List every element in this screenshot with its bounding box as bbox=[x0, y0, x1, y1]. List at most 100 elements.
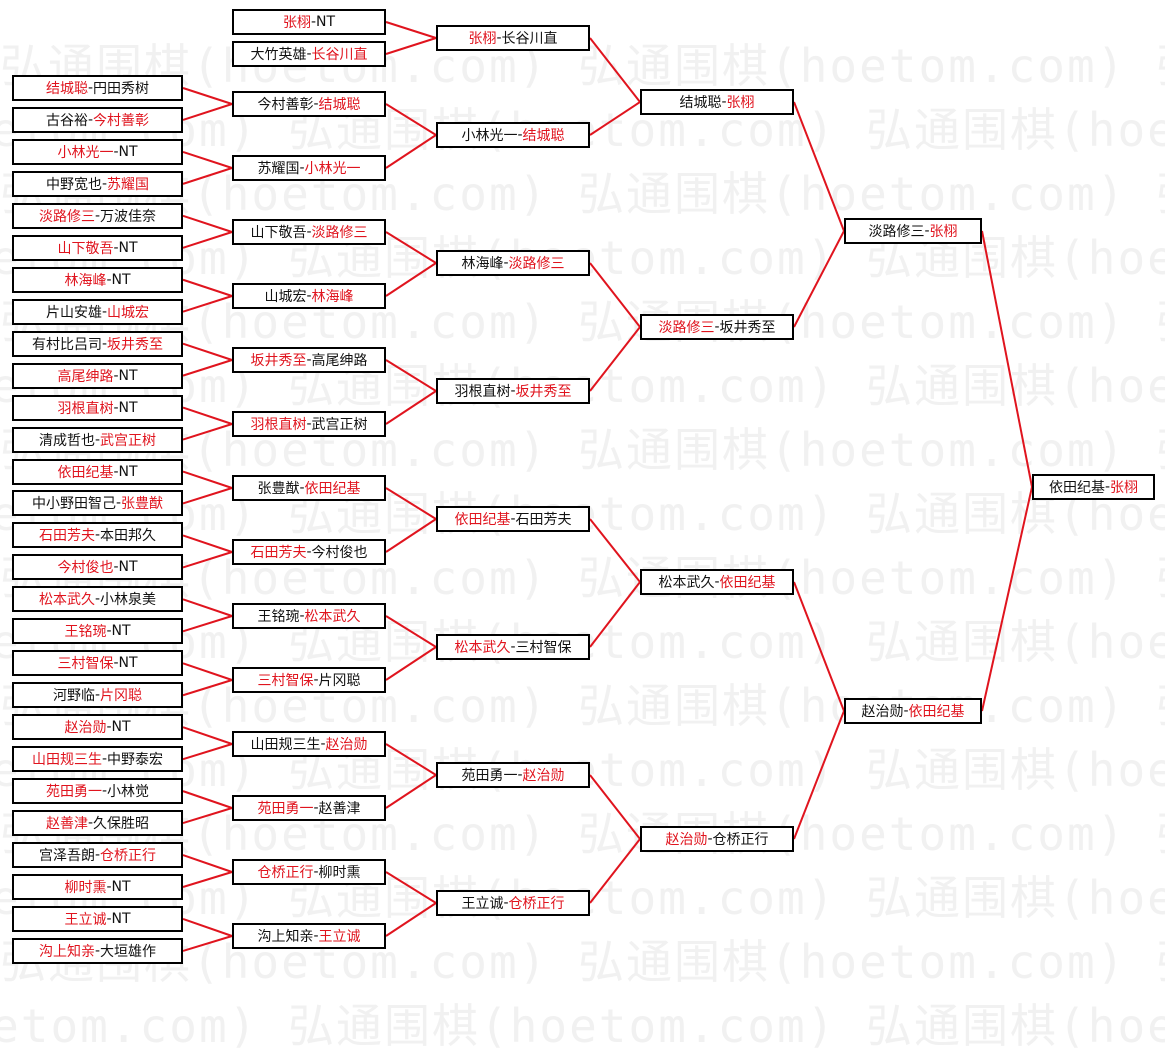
player-b: 武宫正树 bbox=[100, 432, 157, 449]
bracket-connector bbox=[182, 615, 233, 633]
player-b: 赵善津 bbox=[318, 801, 361, 817]
player-a: 小林光一 bbox=[57, 144, 114, 161]
player-a: 沟上知亲 bbox=[38, 943, 95, 960]
match-box-round-1: 赵善津-久保胜昭 bbox=[12, 810, 183, 837]
separator: - bbox=[106, 623, 112, 640]
separator: - bbox=[94, 847, 101, 864]
player-a: 羽根直树 bbox=[454, 384, 511, 400]
player-b: 苏耀国 bbox=[107, 176, 150, 193]
player-a: 赵治勋 bbox=[64, 720, 107, 737]
separator: - bbox=[106, 271, 112, 288]
player-b: 今村俊也 bbox=[311, 545, 368, 561]
match-box-round-1: 片山安雄-山城宏 bbox=[12, 298, 183, 325]
player-a: 依田纪基 bbox=[57, 464, 114, 481]
bracket-connector bbox=[793, 581, 845, 712]
separator: - bbox=[299, 480, 305, 496]
bracket-connector bbox=[385, 487, 437, 520]
separator: - bbox=[94, 207, 101, 224]
player-a: 石田芳夫 bbox=[38, 528, 95, 545]
player-a: 片山安雄 bbox=[45, 304, 102, 321]
player-a: 林海峰 bbox=[461, 256, 504, 272]
separator: - bbox=[510, 639, 516, 655]
match-box-round-1: 有村比吕司-坂井秀至 bbox=[12, 330, 183, 357]
player-b: 山城宏 bbox=[107, 304, 150, 321]
separator: - bbox=[306, 544, 312, 560]
separator: - bbox=[306, 416, 312, 432]
match-box-round-2: 今村善彰-结城聪 bbox=[232, 91, 386, 117]
match-box-round-2: 张栩-NT bbox=[232, 9, 386, 35]
bracket-connector bbox=[589, 518, 641, 583]
bracket-connector bbox=[385, 359, 437, 392]
bracket-connector bbox=[793, 710, 845, 840]
player-b: 林海峰 bbox=[311, 289, 354, 305]
separator: - bbox=[87, 815, 94, 832]
match-box-round-1: 山田规三生-中野泰宏 bbox=[12, 746, 183, 773]
match-box-round-2: 山下敬吾-淡路修三 bbox=[232, 219, 386, 245]
player-b: 仓桥正行 bbox=[100, 848, 157, 865]
player-a: 今村善彰 bbox=[257, 97, 314, 113]
player-b: 小林泉美 bbox=[100, 592, 157, 609]
player-a: 山田规三生 bbox=[250, 737, 321, 753]
player-b: 中野泰宏 bbox=[107, 752, 164, 769]
separator: - bbox=[113, 143, 119, 160]
separator: - bbox=[510, 383, 516, 399]
bracket-connector bbox=[182, 935, 233, 952]
player-a: 山下敬吾 bbox=[57, 240, 114, 257]
player-a: 宫泽吾朗 bbox=[38, 848, 95, 865]
player-b: 淡路修三 bbox=[508, 256, 565, 272]
match-box-round-1: 松本武久-小林泉美 bbox=[12, 586, 183, 613]
separator: - bbox=[113, 399, 119, 416]
bracket-connector bbox=[182, 918, 233, 937]
bracket-connector bbox=[385, 871, 437, 904]
player-b: NT bbox=[111, 910, 131, 927]
player-b: 高尾绅路 bbox=[311, 353, 368, 369]
match-box-round-1: 古谷裕-今村善彰 bbox=[12, 106, 183, 133]
player-b: 円田秀树 bbox=[93, 81, 150, 97]
player-b: NT bbox=[118, 463, 138, 480]
player-a: 王铭琬 bbox=[257, 609, 300, 625]
separator: - bbox=[310, 14, 317, 30]
bracket-connector bbox=[385, 518, 437, 553]
player-b: NT bbox=[111, 879, 131, 895]
player-b: NT bbox=[111, 719, 131, 736]
match-box-round-1: 依田纪基-NT bbox=[12, 458, 183, 485]
separator: - bbox=[101, 335, 108, 352]
player-b: 片冈聪 bbox=[100, 688, 143, 705]
separator: - bbox=[496, 30, 502, 46]
match-box-round-1: 淡路修三-万波佳奈 bbox=[12, 202, 183, 229]
match-box-round-2: 大竹英雄-长谷川直 bbox=[232, 41, 386, 67]
player-b: 今村善彰 bbox=[93, 112, 150, 129]
player-b: 武宫正树 bbox=[311, 417, 368, 433]
bracket-connector bbox=[385, 21, 437, 39]
player-a: 中野宽也 bbox=[45, 176, 102, 193]
separator: - bbox=[94, 687, 101, 704]
match-box-round-5: 淡路修三-张栩 bbox=[844, 218, 982, 244]
match-box-round-1: 王铭琬-NT bbox=[12, 618, 183, 645]
bracket-connector bbox=[981, 230, 1033, 488]
player-b: 仓桥正行 bbox=[712, 832, 769, 848]
bracket-connector bbox=[182, 342, 233, 361]
match-box-round-3: 林海峰-淡路修三 bbox=[436, 250, 590, 276]
match-box-round-1: 中小野田智己-张豊猷 bbox=[12, 490, 183, 517]
bracket-connector bbox=[182, 359, 233, 377]
player-b: 张栩 bbox=[726, 95, 755, 111]
bracket-connector bbox=[589, 774, 641, 840]
player-a: 松本武久 bbox=[454, 640, 511, 656]
player-a: 有村比吕司 bbox=[31, 336, 102, 353]
player-b: 赵治勋 bbox=[325, 737, 368, 753]
player-a: 张栩 bbox=[282, 15, 311, 31]
player-a: 结城聪 bbox=[679, 95, 722, 111]
bracket-connector bbox=[182, 470, 233, 489]
player-a: 张豊猷 bbox=[257, 481, 300, 497]
match-box-round-2: 三村智保-片冈聪 bbox=[232, 667, 386, 693]
match-box-round-3: 王立诚-仓桥正行 bbox=[436, 890, 590, 916]
player-a: 王立诚 bbox=[461, 896, 504, 912]
player-a: 结城聪 bbox=[45, 81, 88, 97]
separator: - bbox=[306, 224, 312, 240]
player-a: 赵善津 bbox=[45, 816, 88, 833]
player-b: 长谷川直 bbox=[311, 47, 368, 63]
match-box-round-4: 赵治勋-仓桥正行 bbox=[640, 826, 794, 852]
player-a: 中小野田智己 bbox=[31, 496, 116, 513]
bracket-connector bbox=[589, 101, 641, 136]
match-box-round-1: 清成哲也-武宫正树 bbox=[12, 426, 183, 453]
